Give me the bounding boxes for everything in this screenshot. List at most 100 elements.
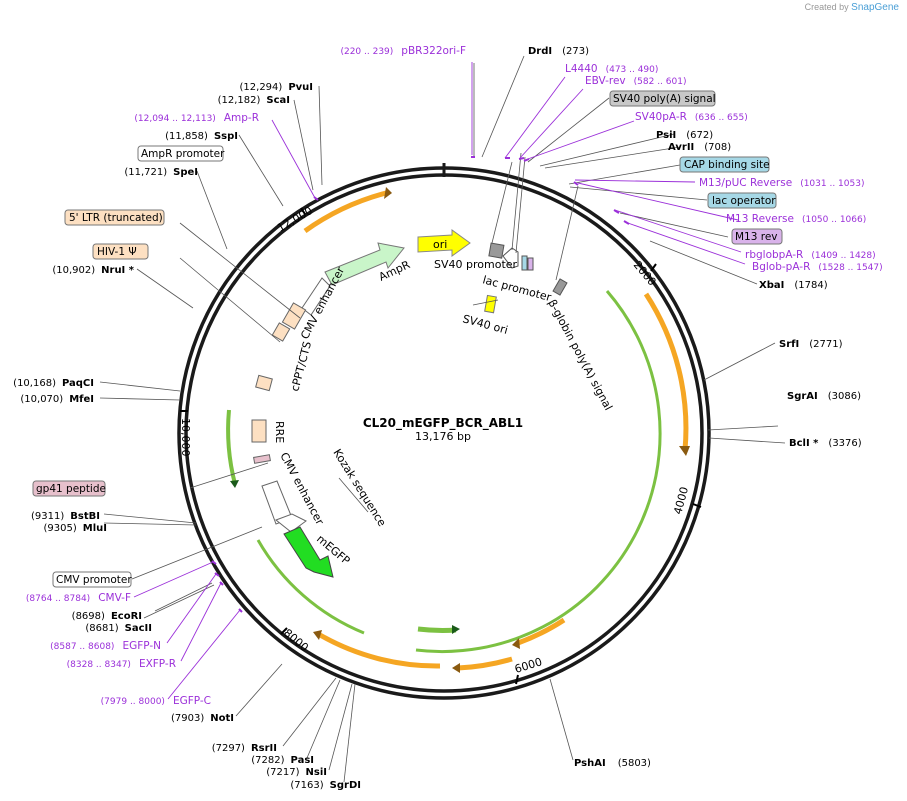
site-avrii: AvrII(708) [668, 142, 731, 153]
primer-m13-reverse: M13 Reverse(1050 .. 1066) [726, 213, 866, 225]
primer-egfp-n: (8587 .. 8608)EGFP-N [50, 640, 161, 652]
primer-exfp-r: (8328 .. 8347)EXFP-R [67, 658, 176, 670]
site-srfi: SrfI(2771) [779, 339, 843, 350]
plasmid-name: CL20_mEGFP_BCR_ABL1 [363, 416, 523, 431]
site-sspi: (11,858)SspI [165, 131, 238, 142]
orf-arc-green-small [417, 626, 457, 633]
cap-lac-features [521, 255, 528, 271]
primer-ticks [211, 156, 630, 613]
m13-rev-feature [527, 257, 534, 271]
kozak-label: Kozak sequence [330, 447, 388, 529]
tick-4000 [692, 503, 702, 508]
site-sacii: (8681)SacII [85, 623, 152, 634]
label-m13-rev: M13 rev [735, 231, 778, 243]
orf-arrowhead-bottom-1 [512, 638, 520, 649]
orf-arc-bottom-1 [517, 617, 566, 646]
site-bstbi: (9311)BstBI [31, 511, 100, 522]
label-gp41: gp41 peptide [36, 483, 106, 495]
site-mfei: (10,070)MfeI [20, 394, 94, 405]
site-ecori: (8698)EcoRI [72, 611, 142, 622]
label-cmv-promoter: CMV promoter [56, 574, 132, 586]
sv40-ori-feature [484, 294, 497, 314]
primer-bglob-pa-r: Bglob-pA-R(1528 .. 1547) [752, 261, 883, 273]
primer-m13puc-reverse: M13/pUC Reverse(1031 .. 1053) [699, 177, 864, 189]
beta-globin-label: β-globin poly(A) signal [545, 297, 615, 412]
primer-sv40pa-r: SV40pA-R(636 .. 655) [635, 111, 748, 123]
label-cap-binding: CAP binding site [684, 159, 770, 171]
mEGFP-feature [283, 526, 334, 578]
primer-ebv-rev: EBV-rev(582 .. 601) [585, 75, 686, 87]
site-paqci: (10,168)PaqCI [13, 378, 94, 389]
site-sgrai: SgrAI(3086) [787, 391, 861, 402]
primer-labels: (220 .. 239)pBR322ori-F L4440(473 .. 490… [26, 45, 883, 707]
gp41-feature [253, 454, 271, 464]
label-5ltr: 5' LTR (truncated) [69, 212, 163, 224]
callout-lines [99, 55, 786, 783]
primer-callouts [133, 62, 746, 700]
orf-arc-green-egfp [256, 539, 365, 635]
credit-prefix: Created by [804, 2, 849, 12]
cmv-enhancer-feature-top [301, 277, 331, 316]
site-noti: (7903)NotI [171, 713, 234, 724]
site-nsii: (7217)NsiI [266, 767, 327, 778]
site-bcli: BclI *(3376) [789, 438, 862, 449]
label-sv40-polya: SV40 poly(A) signal [613, 93, 716, 105]
cppt-feature [255, 374, 273, 392]
site-xbai: XbaI(1784) [759, 280, 828, 291]
site-sgrdi: (7163)SgrDI [290, 780, 361, 791]
site-psii: PsiI(672) [656, 130, 713, 141]
ori-feature [417, 229, 471, 257]
rre-feature [251, 419, 267, 443]
tick-2000 [650, 263, 657, 272]
orf-arrowhead-ampr [384, 187, 392, 199]
orf-arc-bottom-3 [318, 632, 441, 669]
orf-arrowhead-bottom-2 [452, 663, 460, 673]
site-spei: (11,721)SpeI [124, 167, 198, 178]
orf-arc-right [643, 292, 689, 451]
label-ampr-promoter: AmpR promoter [141, 148, 225, 160]
plasmid-size: 13,176 bp [415, 430, 471, 443]
tick-label-10000: 10,000 [179, 418, 192, 457]
primer-l4440: L4440(473 .. 490) [565, 63, 658, 75]
orf-arc-bottom-2 [457, 656, 513, 671]
sv40-ori-label: SV40 ori [461, 312, 509, 337]
orf-arc-ampr [303, 190, 387, 234]
site-scai: (12,182)ScaI [218, 95, 290, 106]
orf-arrowhead-right [679, 446, 690, 456]
tick-12000 [300, 207, 306, 215]
cmv-promoter-feature [275, 513, 307, 533]
ltr-feature [281, 302, 307, 330]
ori-label: ori [433, 238, 447, 251]
psi-feature [271, 322, 291, 342]
site-pshai: PshAI(5803) [574, 758, 651, 769]
orf-arc-green-left [226, 409, 237, 485]
orf-arrowhead-green-left [230, 480, 239, 488]
site-pasi: (7282)PasI [251, 755, 314, 766]
boxed-labels: SV40 poly(A) signal CAP binding site lac… [32, 90, 783, 588]
rre-label: RRE [273, 421, 286, 443]
snapgene-logo: SnapGene [851, 2, 899, 13]
sv40-promoter-feature [488, 242, 505, 259]
orf-arrowhead-bottom-3 [313, 630, 322, 640]
beta-globin-feature [552, 278, 568, 296]
site-pvui: (12,294)PvuI [240, 82, 313, 93]
lac-promoter-feature [502, 247, 519, 269]
orf-arc-green-long [415, 290, 662, 654]
primer-egfp-c: (7979 .. 8000)EGFP-C [101, 695, 211, 707]
primer-cmv-f: (8764 .. 8784)CMV-F [26, 592, 131, 604]
tick-6000 [515, 674, 519, 685]
site-drdi: DrdI(273) [528, 46, 589, 57]
snapgene-credit: Created by SnapGene [805, 2, 899, 13]
sv40-promoter-label: SV40 promoter [434, 258, 518, 271]
site-nrui: (10,902)NruI * [52, 265, 134, 276]
cppt-label: cPPT/CTS [288, 340, 314, 393]
label-hiv1-psi: HIV-1 Ψ [97, 246, 137, 258]
site-rsrii: (7297)RsrII [212, 743, 277, 754]
ampr-feature [324, 242, 405, 286]
label-lac-operator: lac operator [712, 195, 776, 207]
primer-rbglobpa-r: rbglobpA-R(1409 .. 1428) [745, 249, 876, 261]
tick-8000 [280, 627, 288, 635]
primer-amp-r: (12,094 .. 12,113)Amp-R [134, 112, 259, 124]
orf-arrowhead-green-small [452, 625, 460, 634]
